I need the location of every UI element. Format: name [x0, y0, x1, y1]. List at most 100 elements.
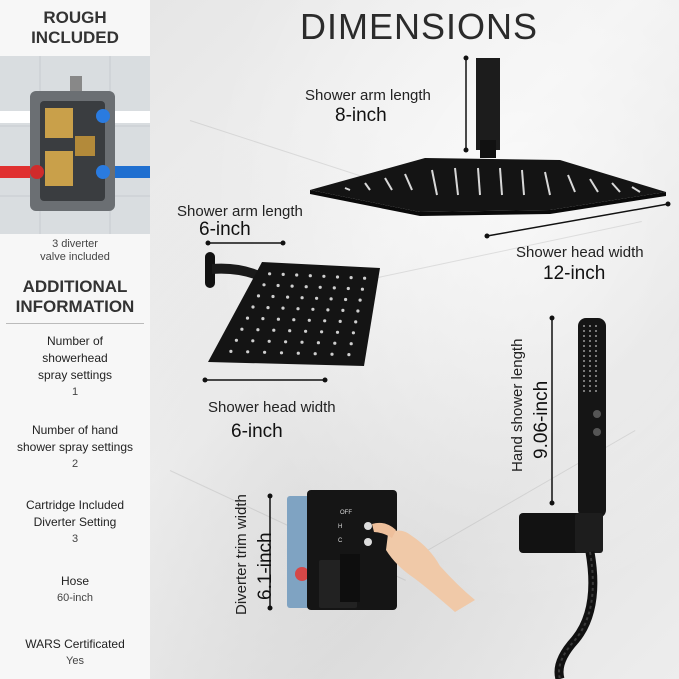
nozzle-dot: [335, 275, 340, 279]
head-6-value: 6-inch: [231, 421, 283, 442]
nozzle-dot: [322, 274, 326, 278]
nozzle-dot: [330, 352, 334, 356]
nozzle-dot: [356, 309, 360, 313]
hand-nozzle-dot: [595, 365, 597, 367]
hand-nozzle-dot: [595, 385, 597, 387]
hand-nozzle-dot: [583, 380, 585, 382]
hand-nozzle-dot: [589, 330, 591, 332]
trim-value: 6.1-inch: [255, 532, 276, 600]
diverter-trim: OFF H C: [287, 490, 397, 610]
hand-nozzle-dot: [595, 360, 597, 362]
hand-nozzle-dot: [595, 355, 597, 357]
info-label: Hose: [60, 574, 89, 588]
hand-nozzle-dot: [589, 365, 591, 367]
additional-info-heading: ADDITIONAL INFORMATION: [15, 277, 135, 316]
nozzle-dot: [251, 339, 255, 343]
info-value: 1: [71, 386, 79, 398]
nozzle-dot: [281, 306, 285, 310]
nozzle-dot: [335, 330, 340, 334]
large-head-nozzles: [344, 167, 641, 196]
nozzle-dot: [338, 319, 342, 323]
rough-caption: 3 diverter valve included: [40, 238, 110, 263]
info-item-certification: WARS Certificated Yes: [0, 636, 150, 670]
nozzle-dot: [262, 283, 266, 287]
hand-nozzle-dot: [595, 330, 597, 332]
info-value: 3: [71, 533, 79, 545]
hand-nozzle-dot: [589, 325, 591, 327]
nozzle-dot: [256, 328, 260, 332]
nozzle-dot: [266, 306, 270, 310]
info-item-hand-shower-settings: Number of hand shower spray settings 2: [0, 422, 150, 473]
hand-nozzle-dot: [583, 365, 585, 367]
hand-nozzle-dot: [583, 325, 585, 327]
trim-mark-c: C: [338, 538, 343, 544]
info-item-hose: Hose 60-inch: [0, 573, 150, 607]
hand-nozzle-dot: [589, 370, 591, 372]
nozzle-dot: [261, 317, 265, 321]
nozzle-dot: [263, 350, 267, 354]
hand-nozzle-dot: [589, 390, 591, 392]
nozzle-dot: [316, 341, 320, 345]
arm-8-value: 8-inch: [335, 105, 387, 126]
hand-nozzle-dot: [595, 325, 597, 327]
divider: [6, 323, 144, 324]
info-label: Number of showerhead spray settings: [37, 334, 113, 382]
nozzle-dot: [286, 295, 290, 299]
nozzle-dot: [251, 305, 255, 309]
nozzle-dot: [276, 317, 280, 321]
hand-nozzle-dot: [595, 335, 597, 337]
hand-nozzle-dot: [583, 390, 585, 392]
hand-nozzle-dot: [583, 330, 585, 332]
nozzle-dot: [333, 341, 337, 345]
nozzle-dot: [323, 319, 327, 323]
hand-nozzle-dot: [589, 350, 591, 352]
nozzle-dot: [344, 297, 348, 302]
trim-label: Diverter trim width: [233, 494, 250, 615]
hand-nozzle-dot: [589, 380, 591, 382]
nozzle-dot: [284, 340, 288, 344]
nozzle-dot: [341, 308, 345, 312]
nozzle-dot: [313, 352, 317, 356]
info-label: Cartridge Included Diverter Setting: [25, 498, 125, 529]
hand-nozzle-dot: [595, 350, 597, 352]
hand-nozzle-dot: [583, 345, 585, 347]
arm-6-label: Shower arm length: [177, 203, 303, 220]
nozzle-dot: [326, 308, 330, 312]
hand-nozzle-dot: [583, 385, 585, 387]
hand-shower: [519, 318, 606, 679]
hand-nozzle-dot: [589, 375, 591, 377]
hand-nozzle-dot: [583, 350, 585, 352]
nozzle-dot: [300, 340, 304, 344]
nozzle-dot: [315, 296, 319, 300]
hand-nozzle-dot: [583, 375, 585, 377]
info-item-showerhead-settings: Number of showerhead spray settings 1: [0, 333, 150, 401]
nozzle-dot: [346, 286, 350, 291]
rough-valve-illustration: [0, 56, 150, 234]
nozzle-dot: [246, 350, 250, 354]
hand-nozzle-dot: [595, 390, 597, 392]
nozzle-dot: [292, 318, 296, 322]
nozzle-dot: [304, 285, 308, 289]
nozzle-dot: [363, 276, 367, 280]
nozzle-dot: [279, 351, 284, 355]
hand-nozzle-dot: [583, 355, 585, 357]
hand-nozzle-dot: [589, 340, 591, 342]
hand-nozzle-dot: [589, 385, 591, 387]
nozzle-dot: [304, 329, 308, 333]
hand-nozzle-dot: [583, 360, 585, 362]
info-item-diverter-setting: Cartridge Included Diverter Setting 3: [0, 497, 150, 548]
arm-8-label: Shower arm length: [305, 87, 431, 104]
nozzle-dot: [281, 272, 285, 276]
nozzle-dot: [276, 283, 280, 288]
rough-valve-image: [0, 56, 150, 234]
hand-nozzle-dot: [589, 345, 591, 347]
nozzle-dot: [358, 298, 362, 302]
small-shower-head: [205, 252, 380, 366]
hand-nozzle-dot: [583, 340, 585, 342]
info-value: Yes: [66, 655, 84, 667]
hand-pressing-button: [372, 522, 475, 612]
nozzle-dot: [308, 274, 312, 278]
hand-nozzle-dot: [589, 360, 591, 362]
